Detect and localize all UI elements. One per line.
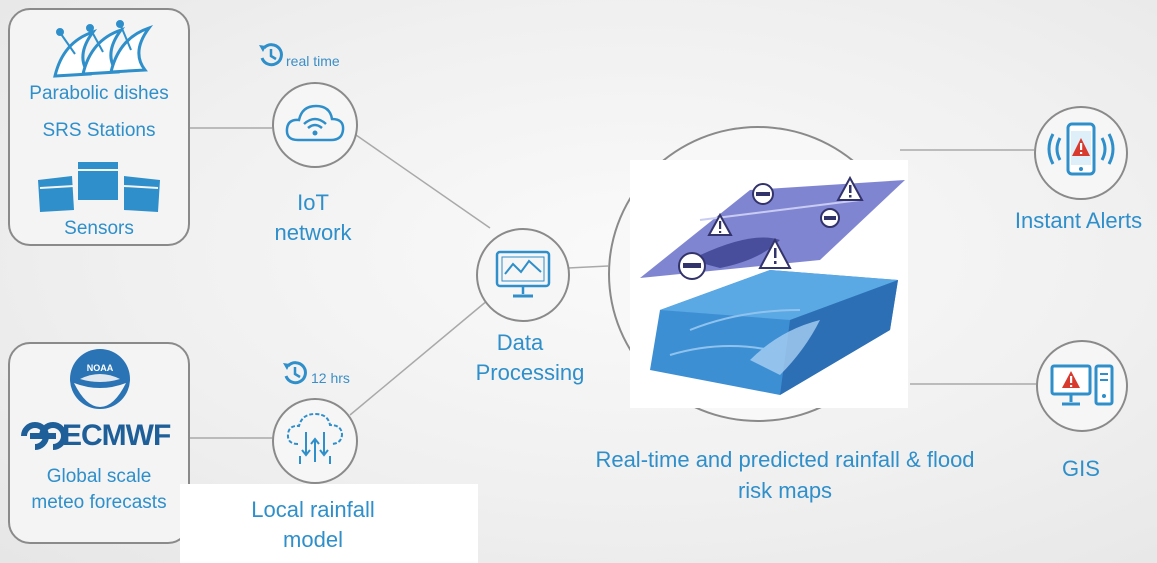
rain-cloud-icon <box>286 412 344 464</box>
line-processing-to-maps <box>567 265 609 269</box>
processing-label-line1: Data <box>496 330 544 355</box>
phone-alert-icon <box>1047 122 1115 176</box>
noaa-logo-text: NOAA <box>86 363 114 373</box>
monitor-chart-icon <box>495 250 551 298</box>
rainfall-model-node <box>272 398 358 484</box>
clock-rotate-icon <box>283 361 307 385</box>
gis-node <box>1036 340 1128 432</box>
iot-label-line2: network <box>274 220 352 245</box>
clock-rotate-icon <box>259 43 283 67</box>
data-processing-node <box>476 228 570 322</box>
iot-timing-label: real time <box>286 53 340 69</box>
ecmwf-symbol-icon <box>21 422 64 450</box>
instant-alerts-label: Instant Alerts <box>1014 208 1143 233</box>
instant-alerts-node <box>1034 106 1128 200</box>
sensors-label: Sensors <box>64 218 134 239</box>
processing-label-line2: Processing <box>475 360 585 385</box>
computer-alert-icon <box>1050 364 1114 406</box>
iot-label-line1: IoT <box>297 190 329 215</box>
noaa-bird-icon <box>74 374 126 407</box>
forecast-sources-box <box>8 342 190 544</box>
line-model-to-processing <box>349 299 489 416</box>
global-forecast-label-line2: meteo forecasts <box>31 492 167 513</box>
noaa-logo: NOAA <box>70 349 130 409</box>
gis-label: GIS <box>1062 456 1100 481</box>
line-iot-to-processing <box>355 134 491 229</box>
minus-badge-icon <box>678 183 840 280</box>
ecmwf-logo: ECMWF <box>20 418 180 454</box>
sensors-icon <box>38 162 160 212</box>
srs-stations-label: SRS Stations <box>42 120 156 141</box>
model-timing-label: 12 hrs <box>311 370 350 386</box>
wifi-cloud-icon <box>285 104 345 142</box>
flood-risk-map-illustration <box>640 175 905 395</box>
parabolic-dishes-label: Parabolic dishes <box>29 83 169 104</box>
satellite-dish-icon <box>53 20 154 78</box>
model-label-backdrop <box>180 484 478 563</box>
model-label-line1: Local rainfall <box>251 497 375 522</box>
risk-maps-label-line2: risk maps <box>737 478 833 503</box>
ecmwf-logo-text: ECMWF <box>62 419 171 452</box>
global-forecast-label-line1: Global scale <box>46 466 152 487</box>
iot-node <box>272 82 358 168</box>
risk-maps-label-line1: Real-time and predicted rainfall & flood <box>595 447 975 472</box>
model-label-line2: model <box>283 527 343 552</box>
